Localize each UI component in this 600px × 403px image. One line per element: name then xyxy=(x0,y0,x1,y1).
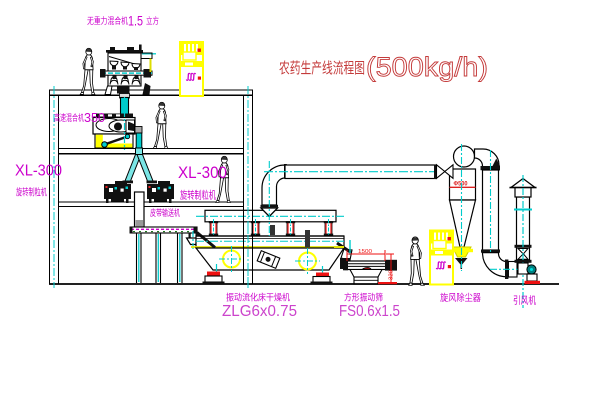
svg-text:无重力混合机: 无重力混合机 xyxy=(87,15,128,26)
svg-text:立方: 立方 xyxy=(146,15,159,26)
svg-text:(500kg/h): (500kg/h) xyxy=(366,52,488,82)
svg-text:1.5: 1.5 xyxy=(128,13,143,29)
svg-text:旋转制粒机: 旋转制粒机 xyxy=(16,187,47,199)
svg-text:皮带输送机: 皮带输送机 xyxy=(150,207,180,218)
svg-text:320: 320 xyxy=(389,270,395,280)
svg-text:1500: 1500 xyxy=(358,249,372,255)
svg-text:高速混合机: 高速混合机 xyxy=(54,112,84,123)
svg-text:方形振动筛: 方形振动筛 xyxy=(344,292,383,303)
svg-text:Φ500: Φ500 xyxy=(454,182,469,188)
svg-text:FS0.6x1.5: FS0.6x1.5 xyxy=(339,303,400,320)
svg-text:XL-300: XL-300 xyxy=(15,163,62,180)
svg-text:350: 350 xyxy=(84,110,105,125)
svg-text:引风机: 引风机 xyxy=(513,294,536,307)
svg-text:旋转制粒机: 旋转制粒机 xyxy=(180,189,216,202)
svg-text:振动流化床干燥机: 振动流化床干燥机 xyxy=(226,292,290,303)
svg-text:XL-300: XL-300 xyxy=(178,163,227,182)
svg-text:ZLG6x0.75: ZLG6x0.75 xyxy=(222,303,297,320)
svg-text:农药生产线流程图: 农药生产线流程图 xyxy=(279,60,365,77)
svg-text:旋风除尘器: 旋风除尘器 xyxy=(440,292,481,304)
